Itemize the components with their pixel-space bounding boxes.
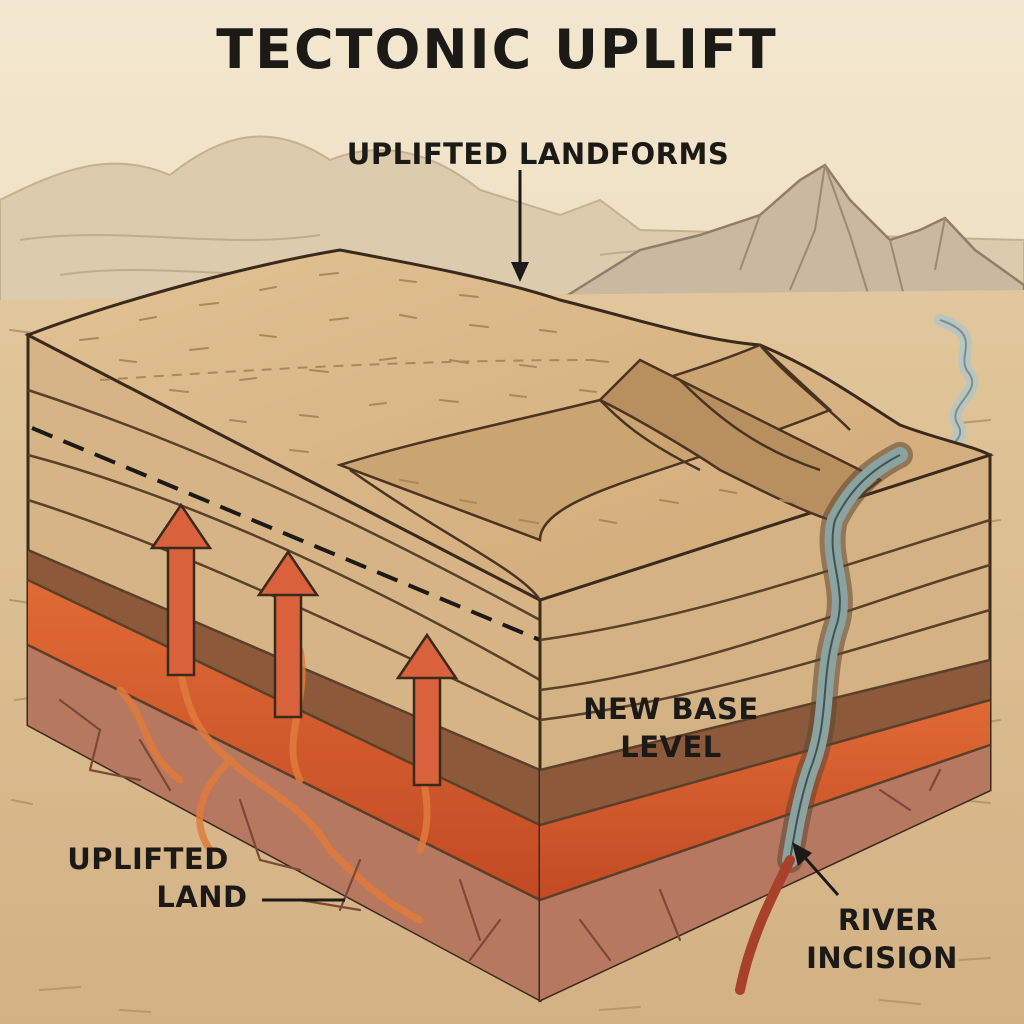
landforms-pointer [511, 170, 529, 282]
label-uplifted-land-line2: LAND [156, 880, 247, 914]
scarp-lines [349, 344, 851, 601]
bedrock-cracks [58, 698, 502, 962]
label-new-base-level-line1: NEW BASE [583, 692, 758, 726]
old-base-level-dashed-line [31, 426, 541, 642]
strata-lines-front [539, 518, 991, 902]
bedrock-layer-left [28, 645, 540, 1000]
bedrock-layer-front [540, 745, 990, 1000]
page-title: TECTONIC UPLIFT [216, 18, 777, 81]
molten-layer-front [540, 700, 990, 900]
river-incision-pointer [792, 842, 840, 896]
label-uplifted-land-line1: UPLIFTED [67, 842, 229, 876]
uplift-arrow-3 [395, 632, 459, 787]
river-outline [789, 454, 901, 861]
mountain-ridges [739, 164, 946, 301]
uplift-arrow-1 [149, 502, 213, 677]
front-bedrock-cracks [578, 768, 942, 962]
label-river-incision-line2: INCISION [806, 941, 958, 975]
label-new-base-level-line2: LEVEL [620, 730, 722, 764]
label-uplifted-landforms: UPLIFTED LANDFORMS [347, 137, 729, 171]
top-surface-texture [79, 272, 797, 524]
dark-band-front [540, 660, 990, 825]
uplift-arrow-2 [256, 549, 320, 719]
incision-channel [735, 855, 795, 995]
molten-layer-left [28, 580, 540, 900]
label-river-incision-line1: RIVER [838, 903, 938, 937]
dashed-contour-top [99, 359, 601, 381]
